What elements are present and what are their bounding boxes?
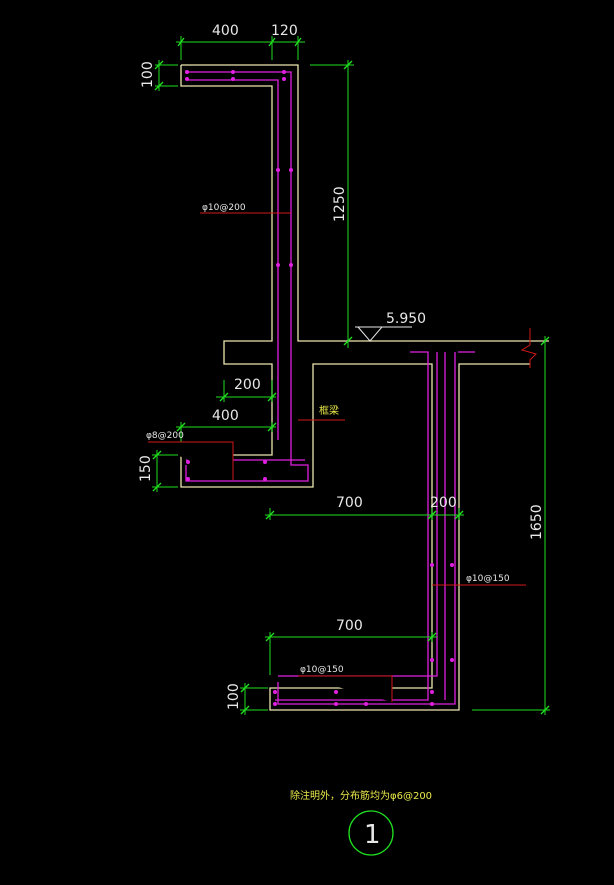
rebar-bottom-label: φ10@150: [300, 665, 344, 675]
wall-rebar: [185, 335, 309, 482]
elevation-label: 5.950: [386, 311, 426, 327]
dim-200-column: 200: [430, 495, 457, 511]
left-150-dimension: [152, 450, 178, 492]
break-mark: [520, 328, 537, 368]
dim-1250: 1250: [332, 186, 348, 222]
section-number: 1: [364, 820, 381, 850]
dim-1650: 1650: [529, 504, 545, 540]
beam-label: 框梁: [319, 404, 339, 417]
height-1250-dimension: [310, 60, 354, 348]
distribution-rebar-note: 除注明外，分布筋均为φ6@200: [290, 789, 432, 802]
beam-stirrup: [275, 351, 429, 701]
dim-700-lower-line: [265, 632, 437, 675]
dim-bottom-100: 100: [226, 683, 242, 710]
dim-top-400: 400: [212, 23, 239, 39]
dim-200-line: [216, 380, 277, 402]
section-circle: [348, 810, 394, 856]
dim-700-lower: 700: [336, 618, 363, 634]
dim-top-100: 100: [140, 61, 156, 88]
rebar-top-label: φ10@200: [202, 203, 246, 213]
upper-wall-outline: [181, 64, 549, 342]
top-dimension-line: [176, 36, 305, 60]
top-slab-rebar: [186, 71, 292, 335]
dim-150: 150: [138, 455, 154, 482]
left-top-dimension: [154, 60, 178, 91]
height-1650-dimension: [472, 336, 550, 715]
upper-wall-inner-outline: [180, 65, 273, 427]
dim-700-upper: 700: [336, 495, 363, 511]
top-slab-rebar-2: [186, 79, 279, 335]
left-bottom-dimension: [240, 683, 268, 715]
dim-700-upper-line: [265, 508, 464, 520]
elevation-marker: [355, 326, 412, 342]
dim-200: 200: [234, 377, 261, 393]
rebar-col-label: φ10@150: [466, 574, 510, 584]
dim-400: 400: [212, 408, 239, 424]
rebar-mid-leader: [148, 441, 234, 480]
rebar-dots: [185, 70, 454, 706]
rebar-bottom-leader: [298, 675, 393, 702]
rebar-mid-label: φ8@200: [146, 431, 184, 441]
dim-top-120: 120: [271, 23, 298, 39]
